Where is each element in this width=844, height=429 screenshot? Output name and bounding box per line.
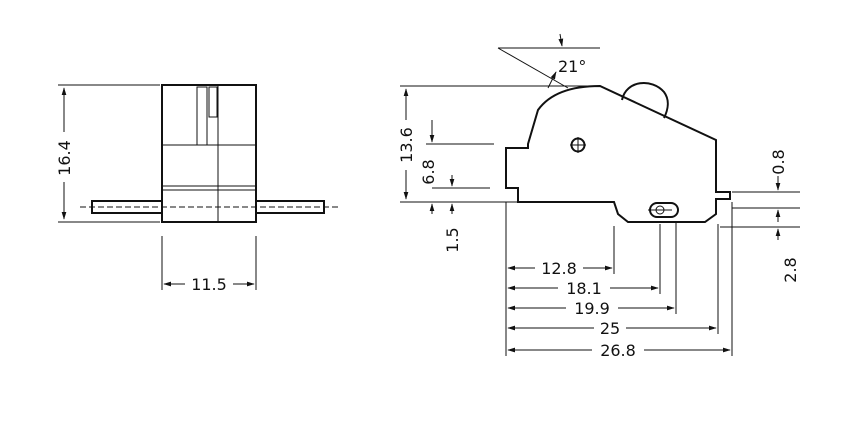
front-height-dim: 16.4	[55, 140, 74, 176]
horizontal-dim-2: 18.1	[566, 279, 602, 298]
right-top-dim: 0.8	[769, 149, 788, 174]
horizontal-dim-5: 26.8	[600, 341, 636, 360]
front-body-outline	[161, 84, 257, 223]
housing-outline	[505, 84, 731, 223]
horizontal-dim-1: 12.8	[541, 259, 577, 278]
front-width-dim: 11.5	[191, 275, 227, 294]
upper-dim: 6.8	[419, 159, 438, 184]
side-height-dim: 13.6	[397, 127, 416, 163]
horizontal-dim-3: 19.9	[574, 299, 610, 318]
horizontal-dim-4: 25	[600, 319, 620, 338]
front-view: 16.4 11.5	[55, 84, 340, 294]
angle-dim: 21°	[558, 57, 586, 76]
side-view: 21° 13.6 6.8 1.5 0.8 2.8	[397, 33, 800, 360]
lever-roller	[621, 81, 669, 119]
right-bottom-dim: 2.8	[781, 257, 800, 282]
lower-dim: 1.5	[443, 227, 462, 252]
